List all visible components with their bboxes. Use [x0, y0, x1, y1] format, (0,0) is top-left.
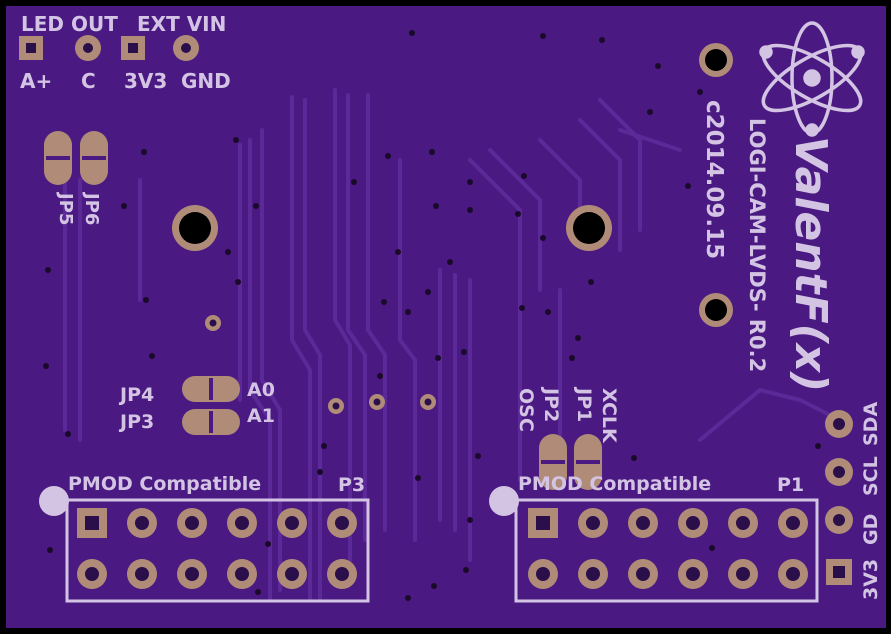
solder-jumper-jp5: [44, 131, 72, 185]
header-p3-title: PMOD Compatible: [68, 473, 261, 495]
label-ext-vin: EXT VIN: [137, 12, 226, 36]
label-jp4: JP4: [118, 384, 154, 406]
solder-jumper-jp2: [539, 434, 567, 490]
header-p1-name: P1: [777, 474, 804, 496]
pin1-marker-p1: [489, 486, 519, 516]
vias: [43, 30, 821, 601]
header-p3-pins: [77, 508, 357, 589]
label-jp5: JP5: [55, 191, 76, 225]
test-pads: [205, 315, 436, 414]
label-jp2: JP2: [540, 386, 562, 422]
label-a1: A1: [247, 405, 275, 427]
label-jp1: JP1: [573, 386, 595, 422]
board-name: LOGI-CAM-LVDS- R0.2: [745, 118, 769, 372]
board-date: c2014.09.15: [701, 100, 727, 259]
label-i2c-3v3: 3V3: [860, 559, 882, 600]
header-p1-outline: [514, 498, 819, 603]
label-a0: A0: [247, 379, 275, 401]
header-p1-pins: [528, 508, 808, 589]
header-p1-title: PMOD Compatible: [518, 473, 711, 495]
label-c: C: [81, 69, 96, 93]
label-3v3: 3V3: [124, 69, 167, 93]
solder-jumper-jp3: [182, 409, 240, 435]
label-gnd: GND: [181, 69, 231, 93]
label-a-plus: A+: [20, 69, 52, 93]
atom-logo: [759, 21, 865, 137]
label-xclk: XCLK: [598, 388, 620, 444]
solder-jumper-jp4: [182, 376, 240, 402]
label-sda: SDA: [860, 402, 882, 446]
brand-logo-text: ValentF(x): [785, 136, 836, 392]
top-power-connector: [19, 35, 199, 61]
label-osc: OSC: [515, 388, 537, 432]
label-scl: SCL: [860, 456, 882, 496]
label-jp3: JP3: [118, 411, 154, 433]
header-p3-outline: [65, 498, 370, 603]
label-led-out: LED OUT: [21, 12, 118, 36]
pin1-marker-p3: [39, 486, 69, 516]
i2c-connector: [825, 410, 853, 585]
solder-jumper-jp6: [80, 131, 108, 185]
solder-jumper-jp1: [574, 434, 602, 490]
mounting-holes: [172, 43, 733, 327]
header-p3-name: P3: [338, 474, 365, 496]
label-jp6: JP6: [81, 191, 102, 225]
label-gd: GD: [860, 514, 882, 545]
